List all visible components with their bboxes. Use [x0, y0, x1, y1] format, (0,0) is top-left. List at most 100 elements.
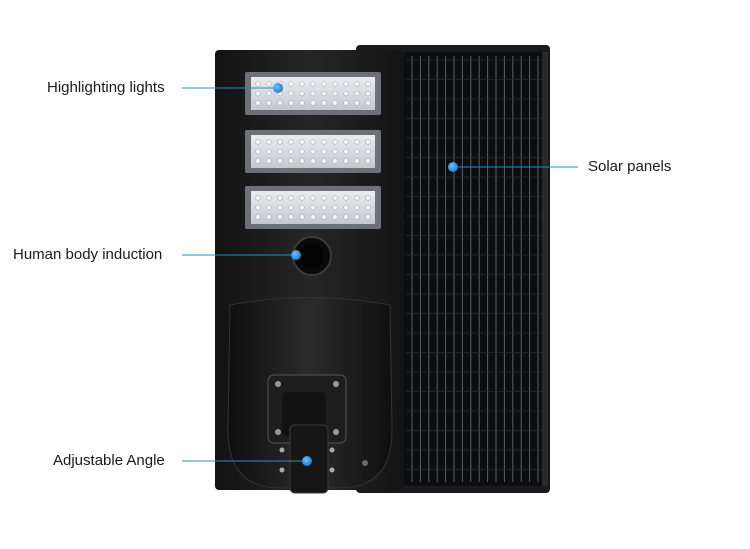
led-lens	[266, 90, 272, 97]
bracket-screw	[329, 447, 335, 453]
led-lens	[299, 148, 305, 155]
led-lens	[321, 81, 327, 87]
led-lens	[288, 90, 294, 97]
led-lens	[255, 90, 261, 97]
led-lens	[277, 148, 283, 155]
led-module	[245, 186, 381, 229]
led-lens	[343, 148, 349, 155]
led-lens	[310, 158, 316, 164]
led-module	[245, 130, 381, 173]
led-lens	[255, 158, 261, 164]
led-lens	[266, 148, 272, 155]
led-lens	[288, 195, 294, 201]
led-lens	[365, 139, 371, 145]
led-lens	[365, 204, 371, 211]
led-lens	[299, 204, 305, 211]
led-lens	[354, 139, 360, 145]
led-lens	[255, 204, 261, 211]
led-lens	[288, 81, 294, 87]
led-lens	[321, 158, 327, 164]
led-lens	[299, 90, 305, 97]
led-lens	[288, 139, 294, 145]
led-lens	[255, 139, 261, 145]
led-lens	[343, 81, 349, 87]
led-lens	[277, 195, 283, 201]
bracket-screw	[279, 467, 285, 473]
led-lens	[365, 81, 371, 87]
solar-panel-surface	[404, 52, 544, 486]
led-lens	[332, 158, 338, 164]
led-lens	[354, 195, 360, 201]
led-lens	[266, 195, 272, 201]
led-lens	[332, 81, 338, 87]
sensor-lens	[300, 244, 324, 268]
led-lens	[332, 90, 338, 97]
led-lens	[354, 204, 360, 211]
led-lens	[255, 100, 261, 106]
led-lens	[266, 214, 272, 220]
led-lens	[299, 158, 305, 164]
led-lens	[343, 158, 349, 164]
label-highlighting-lights: Highlighting lights	[47, 79, 165, 96]
led-lens	[354, 81, 360, 87]
led-lens	[343, 139, 349, 145]
led-module	[245, 72, 381, 115]
led-lens	[332, 100, 338, 106]
led-lens	[365, 90, 371, 97]
led-lens	[332, 204, 338, 211]
bracket-screw	[333, 429, 339, 435]
led-lens	[354, 90, 360, 97]
led-lens	[343, 214, 349, 220]
led-lens	[310, 100, 316, 106]
led-lens	[321, 90, 327, 97]
led-lens	[310, 195, 316, 201]
led-lens	[266, 158, 272, 164]
bracket-screw	[329, 467, 335, 473]
led-lens	[299, 81, 305, 87]
led-lens	[299, 214, 305, 220]
led-lens	[365, 100, 371, 106]
led-lens	[266, 100, 272, 106]
bracket-screw	[275, 429, 281, 435]
motion-sensor	[292, 236, 332, 276]
led-lens	[288, 100, 294, 106]
led-lens	[354, 214, 360, 220]
bracket-screw	[362, 460, 368, 466]
led-lens	[310, 139, 316, 145]
led-lens	[321, 195, 327, 201]
led-modules	[245, 72, 381, 229]
led-lens	[365, 214, 371, 220]
led-lens	[310, 204, 316, 211]
led-lens	[354, 148, 360, 155]
solar-panel-edge	[542, 52, 548, 486]
bracket-screw	[333, 381, 339, 387]
led-lens	[266, 81, 272, 87]
led-lens	[277, 204, 283, 211]
led-lens	[266, 139, 272, 145]
led-lens	[321, 100, 327, 106]
label-solar-panels: Solar panels	[588, 158, 672, 175]
led-lens	[255, 148, 261, 155]
callout-dot-solar-panels	[448, 162, 458, 172]
led-lens	[365, 148, 371, 155]
led-lens	[321, 148, 327, 155]
led-lens	[354, 100, 360, 106]
led-lens	[343, 100, 349, 106]
callout-dot-adjustable-angle	[302, 456, 312, 466]
led-lens	[299, 100, 305, 106]
led-lens	[288, 204, 294, 211]
led-lens	[288, 158, 294, 164]
led-lens	[255, 81, 261, 87]
led-lens	[310, 214, 316, 220]
led-lens	[277, 100, 283, 106]
led-lens	[321, 204, 327, 211]
led-lens	[343, 90, 349, 97]
bracket-screw	[279, 447, 285, 453]
led-lens	[277, 139, 283, 145]
callout-dot-highlighting-lights	[273, 83, 283, 93]
callouts	[182, 83, 578, 466]
led-lens	[255, 214, 261, 220]
solar-panel	[356, 45, 550, 493]
led-lens	[299, 195, 305, 201]
